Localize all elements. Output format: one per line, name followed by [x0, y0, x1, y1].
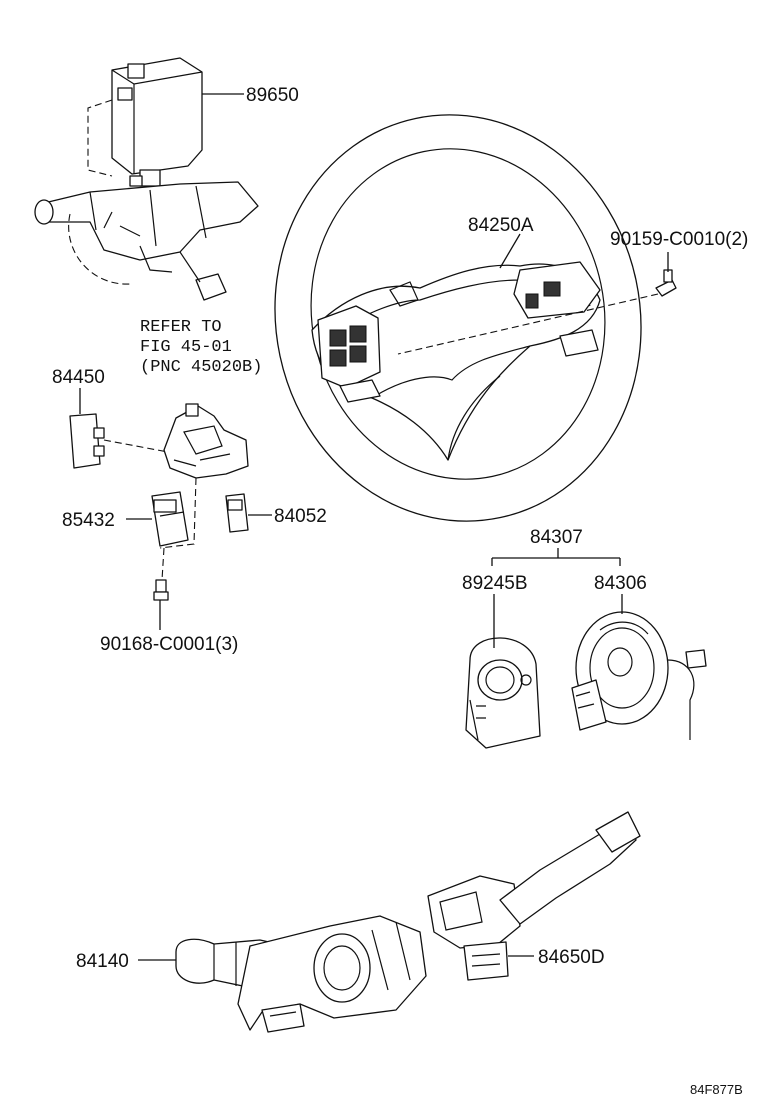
label-84650d: 84650D	[538, 947, 605, 968]
steering-column-assembly	[34, 181, 259, 301]
label-89650: 89650	[246, 85, 299, 106]
label-84450: 84450	[52, 367, 105, 388]
switch-84450	[69, 413, 169, 469]
turn-signal-switch-84140	[175, 915, 427, 1033]
label-85432: 85432	[62, 510, 115, 531]
refer-note-line-2: FIG 45-01	[140, 338, 232, 357]
screw-90168	[153, 579, 169, 601]
label-84306: 84306	[594, 573, 647, 594]
ignition-lock-body	[159, 403, 249, 549]
screw-90159	[397, 269, 677, 355]
label-90159: 90159-C0010(2)	[610, 229, 748, 250]
sensor-89245b	[465, 637, 541, 749]
spiral-cable-84306	[571, 611, 707, 740]
figure-code: 84F877B	[690, 1082, 743, 1097]
label-84052: 84052	[274, 506, 327, 527]
leader-lines	[79, 93, 669, 961]
switch-84052	[225, 493, 249, 533]
label-84140: 84140	[76, 951, 129, 972]
ecu-module-89650	[87, 57, 203, 187]
refer-note-line-1: REFER TO	[140, 318, 222, 337]
label-84307: 84307	[530, 527, 583, 548]
wiper-switch-84650d	[427, 811, 641, 981]
steering-wheel-84250a	[274, 114, 642, 522]
refer-note-line-3: (PNC 45020B)	[140, 358, 262, 377]
label-89245b: 89245B	[462, 573, 528, 594]
label-84250a: 84250A	[468, 215, 534, 236]
label-90168: 90168-C0001(3)	[100, 634, 238, 655]
switch-85432	[151, 491, 189, 581]
